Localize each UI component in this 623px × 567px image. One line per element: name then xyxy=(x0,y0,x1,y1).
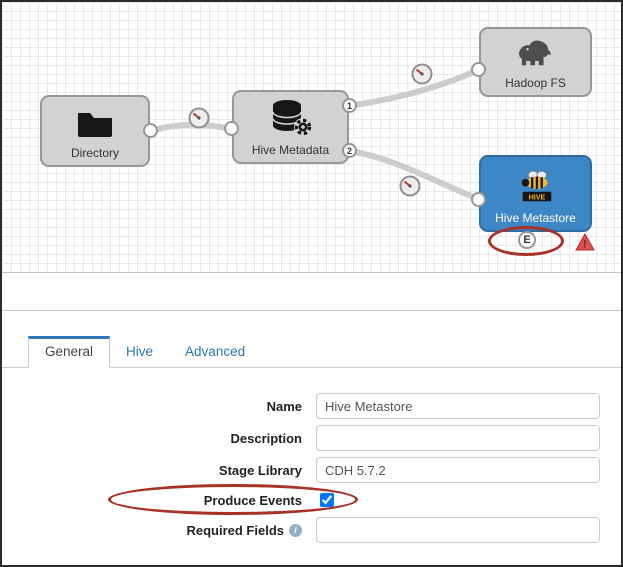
stage-label: Directory xyxy=(70,146,119,160)
hive-metadata-input-port[interactable] xyxy=(224,121,239,136)
database-gear-icon xyxy=(268,98,314,141)
connection-output2-to-hive-metastore[interactable] xyxy=(347,148,481,202)
stage-config-panel: General Hive Advanced Name Description S… xyxy=(2,336,621,546)
connection-directory-to-hive-metadata[interactable] xyxy=(148,121,234,134)
connections-layer xyxy=(148,67,481,202)
description-label: Description xyxy=(230,430,302,446)
stage-hive-metastore[interactable]: HIVE Hive Metastore xyxy=(479,155,592,232)
general-config-form: Name Description Stage Library Produce E… xyxy=(2,368,621,546)
name-field[interactable] xyxy=(316,393,600,419)
hive-metadata-output-port-2[interactable]: 2 xyxy=(342,143,357,158)
validation-warning-icon[interactable]: ! xyxy=(575,232,595,251)
panel-divider xyxy=(2,273,621,311)
warning-exclamation-glyph: ! xyxy=(583,239,587,251)
hive-metastore-input-port[interactable] xyxy=(471,192,486,207)
hive-logo-text: HIVE xyxy=(528,193,545,201)
required-fields-field[interactable] xyxy=(316,517,600,543)
hive-metastore-event-port[interactable]: E xyxy=(518,231,536,249)
connection-output1-to-hadoop-fs[interactable] xyxy=(347,67,481,109)
form-row-produce-events: Produce Events xyxy=(2,486,621,514)
stage-hive-metadata[interactable]: Hive Metadata xyxy=(232,90,349,164)
metrics-gauge-icon xyxy=(188,107,210,129)
hive-bee-icon: HIVE xyxy=(515,168,557,209)
tab-general[interactable]: General xyxy=(28,336,111,368)
hive-metadata-output-port-1[interactable]: 1 xyxy=(342,98,357,113)
form-row-stage-library: Stage Library xyxy=(2,454,621,486)
folder-icon xyxy=(75,107,115,144)
name-label: Name xyxy=(266,398,302,414)
produce-events-label: Produce Events xyxy=(203,492,302,508)
produce-events-checkbox[interactable] xyxy=(320,493,334,507)
stage-label: Hive Metadata xyxy=(251,143,330,157)
metrics-gauge-icon xyxy=(399,175,421,197)
stage-label: Hive Metastore xyxy=(495,211,576,225)
config-tabbar: General Hive Advanced xyxy=(2,336,621,368)
form-row-name: Name xyxy=(2,390,621,422)
form-row-required-fields: Required Fields i xyxy=(2,514,621,546)
hadoop-elephant-icon xyxy=(514,37,558,74)
pipeline-canvas[interactable]: Directory Hive Metadata 1 2 xyxy=(2,2,621,273)
metrics-gauge-icon xyxy=(411,63,433,85)
hadoop-fs-input-port[interactable] xyxy=(471,62,486,77)
tab-advanced[interactable]: Advanced xyxy=(185,344,246,359)
required-fields-label: Required Fields i xyxy=(2,523,302,538)
directory-output-port[interactable] xyxy=(143,123,158,138)
stage-label: Hadoop FS xyxy=(505,76,566,90)
form-row-description: Description xyxy=(2,422,621,454)
stage-directory[interactable]: Directory xyxy=(40,95,150,167)
info-icon[interactable]: i xyxy=(289,523,302,537)
tab-hive[interactable]: Hive xyxy=(126,344,154,359)
description-field[interactable] xyxy=(316,425,600,451)
stage-library-label: Stage Library xyxy=(218,462,302,478)
stage-hadoop-fs[interactable]: Hadoop FS xyxy=(479,27,592,97)
stage-library-field[interactable] xyxy=(316,457,600,483)
